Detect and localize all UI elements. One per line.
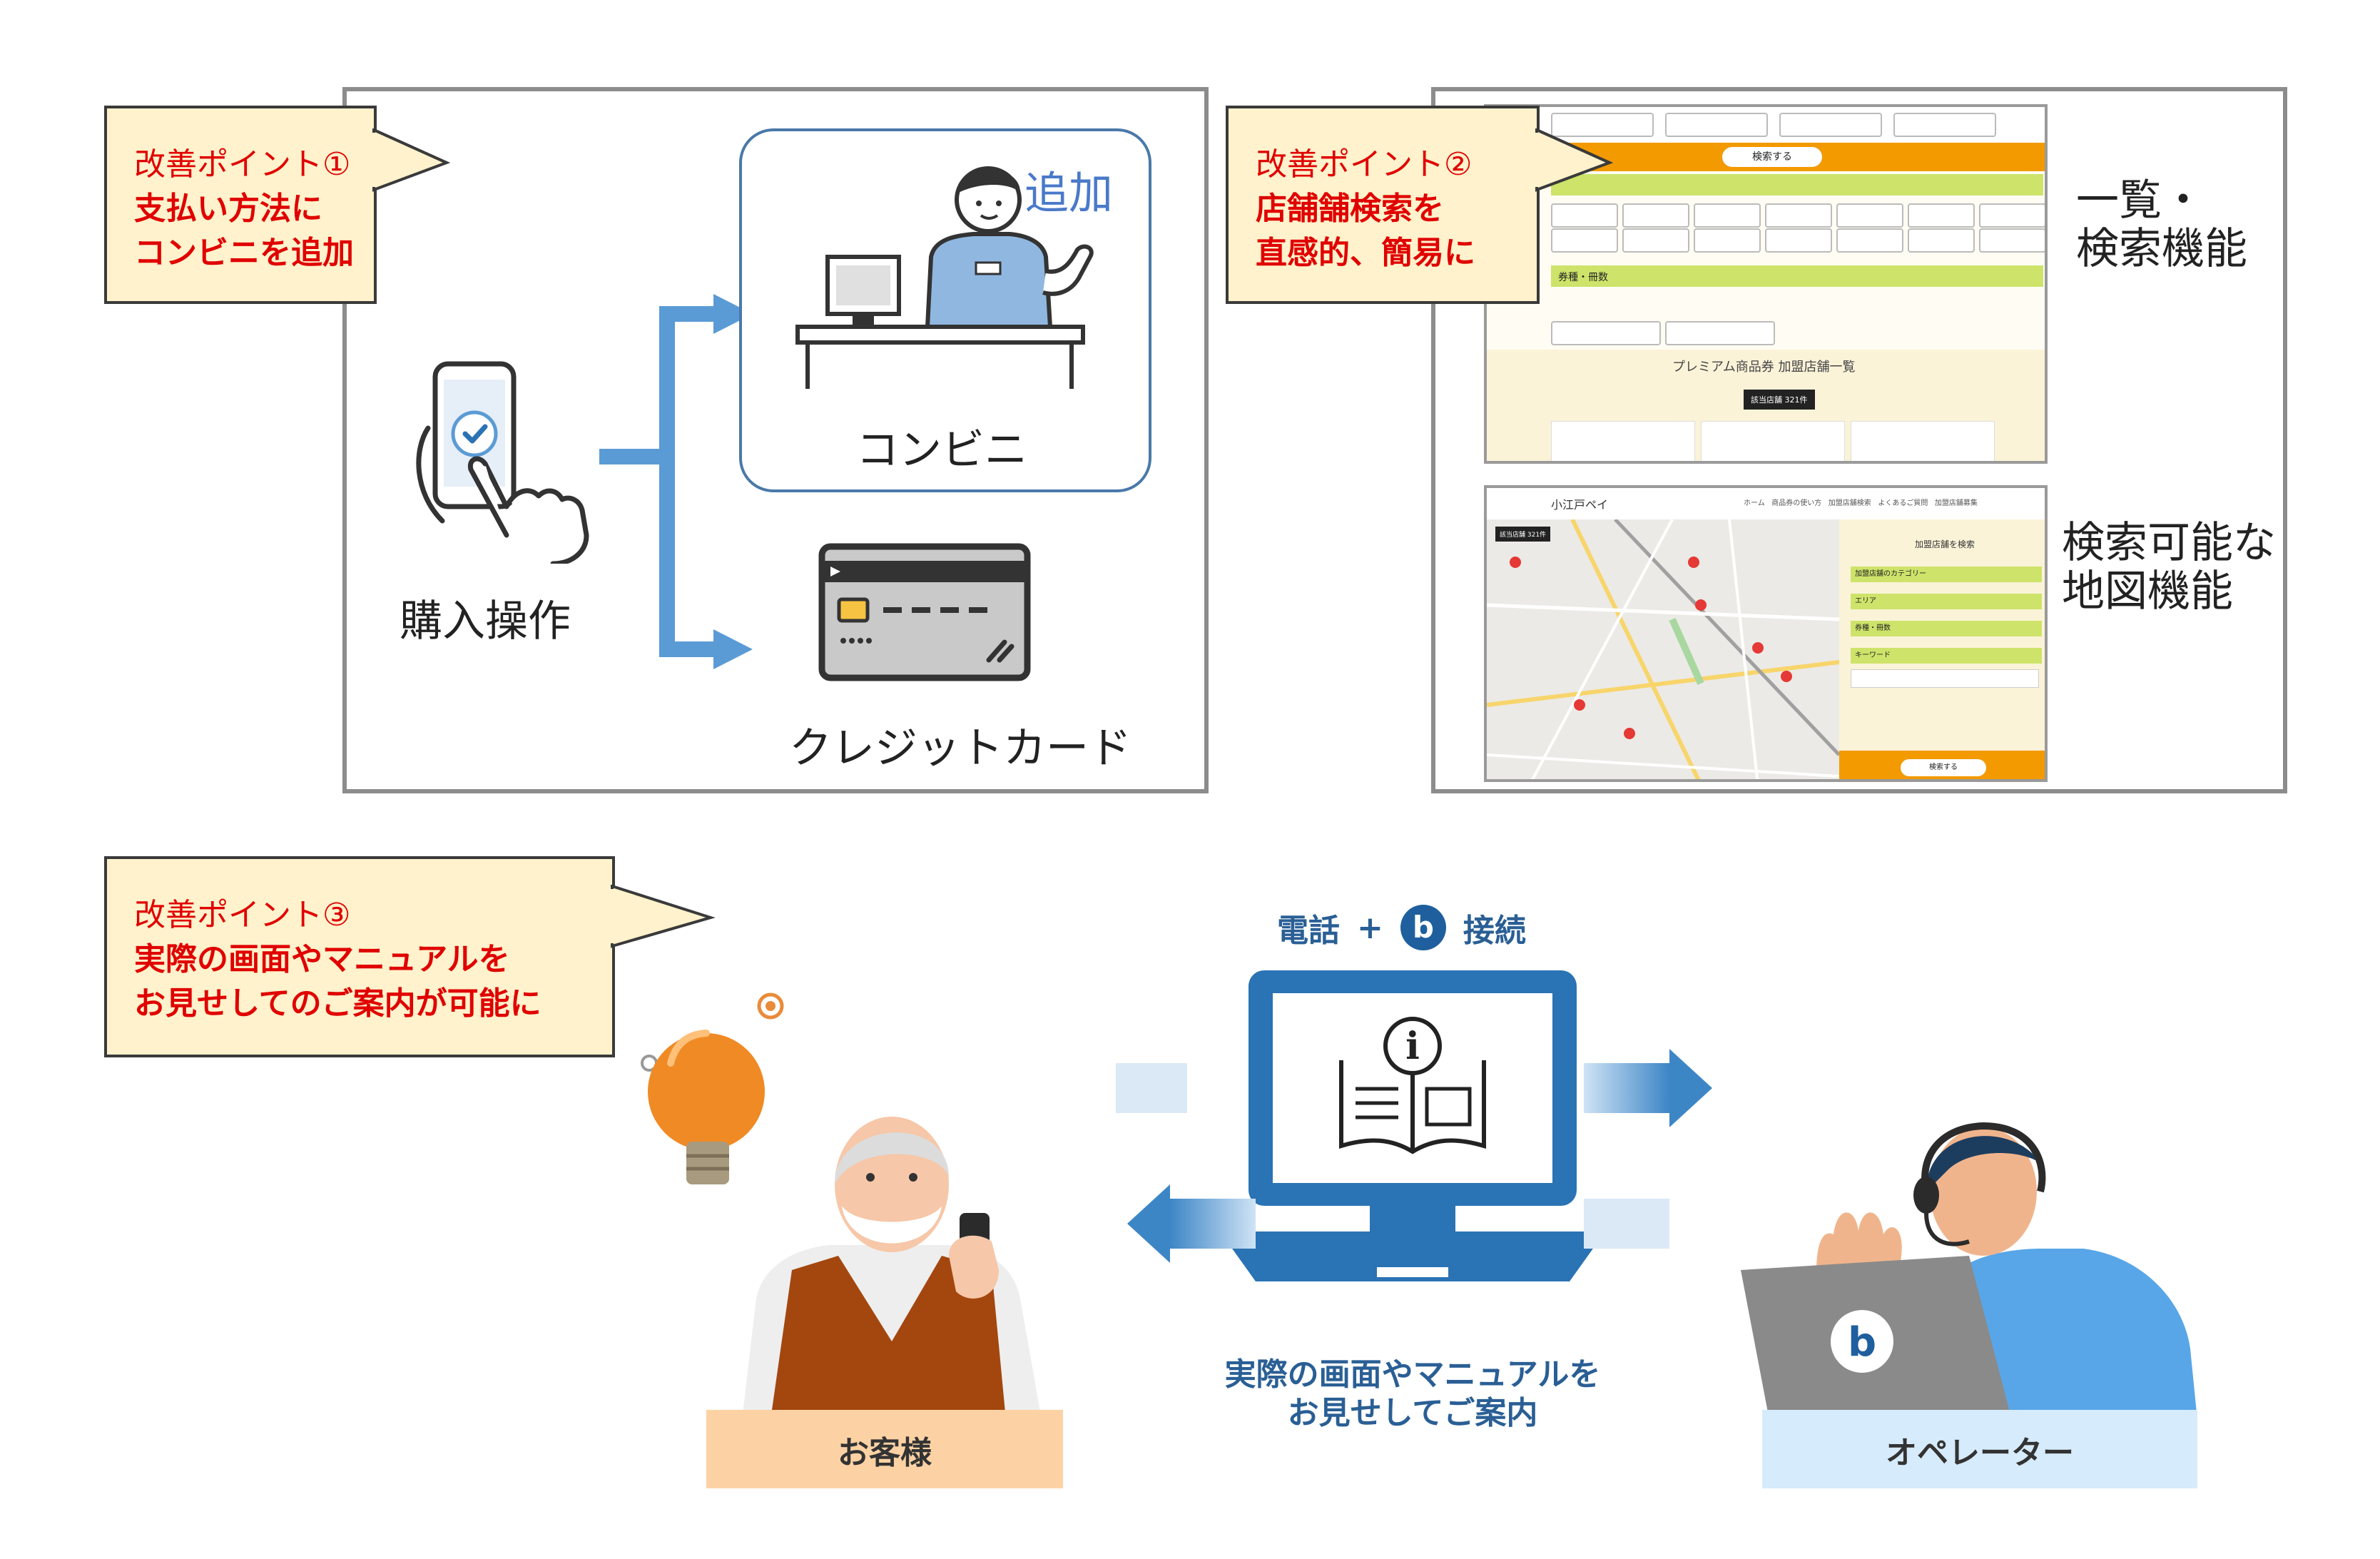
store-count-badge-1: 該当店舗 321件: [1744, 390, 1815, 410]
list-search-label-2: 検索機能: [2076, 224, 2247, 274]
map-nav-home[interactable]: ホーム: [1744, 499, 1765, 507]
customer-avatar: [742, 1117, 1042, 1420]
connect-label: 接続: [1463, 913, 1526, 949]
callout-point-2-tail: [1535, 128, 1614, 192]
operator-box: [1762, 1410, 2197, 1488]
callout-point-3-line-2: お見せしてのご案内が可能に: [134, 985, 541, 1022]
branch-arrows: [599, 294, 753, 669]
connect-plus: +: [1357, 909, 1383, 946]
map-nav: ホーム 商品券の使い方 加盟店舗検索 よくあるご質問 加盟店舗募集: [1744, 497, 1978, 507]
callout-point-1-head: 改善ポイント①: [134, 146, 351, 183]
map-label-2: 地図機能: [2062, 567, 2233, 616]
map-filter-ticket[interactable]: 券種・冊数: [1851, 621, 2042, 636]
b-logo-icon: b: [1400, 905, 1446, 950]
map-brand: 小江戸ペイ: [1551, 498, 1609, 512]
callout-point-3-line-1: 実際の画面やマニュアルを: [134, 941, 510, 977]
callout-point-3-tail: [611, 885, 716, 948]
map-nav-howto[interactable]: 商品券の使い方: [1771, 499, 1822, 507]
callout-point-1-tail: [372, 128, 451, 192]
callout-point-1: 改善ポイント① 支払い方法に コンビニを追加: [104, 106, 377, 304]
callout-point-1-line-2: コンビニを追加: [134, 235, 354, 271]
map-nav-faq[interactable]: よくあるご質問: [1878, 499, 1928, 507]
callout-point-1-line-1: 支払い方法に: [134, 191, 322, 227]
light-bulb-icon: [641, 992, 784, 1184]
map-search-button[interactable]: 検索する: [1901, 759, 1986, 776]
map-nav-recruit[interactable]: 加盟店舗募集: [1934, 499, 1978, 507]
laptop-b-logo-icon: b: [1848, 1319, 1876, 1366]
monitor-caption-line-1: 実際の画面やマニュアルを: [1224, 1356, 1601, 1393]
list-search-button[interactable]: 検索する: [1722, 147, 1822, 167]
map-area[interactable]: [1487, 519, 1839, 782]
map-nav-search[interactable]: 加盟店舗検索: [1828, 499, 1871, 507]
store-count-badge-2: 該当店舗 321件: [1495, 527, 1551, 542]
credit-card-icon: [818, 543, 1031, 681]
purchase-label: 購入操作: [400, 596, 571, 646]
convenience-label: コンビニ: [856, 425, 1027, 475]
callout-point-2: 改善ポイント② 店舗舗検索を 直感的、簡易に: [1226, 106, 1540, 304]
monitor-manual-icon: i: [1220, 970, 1605, 1281]
flow-arrows: [1116, 1049, 1712, 1263]
connect-header: 電話 + b 接続: [1277, 905, 1526, 950]
monitor-caption-line-2: お見せしてご案内: [1287, 1395, 1538, 1431]
customer-label: お客様: [838, 1435, 932, 1471]
customer-box: [706, 1410, 1063, 1488]
callout-point-3: 改善ポイント③ 実際の画面やマニュアルを お見せしてのご案内が可能に: [104, 856, 615, 1057]
callout-point-3-head: 改善ポイント③: [134, 897, 351, 933]
connect-phone-label: 電話: [1277, 913, 1340, 949]
convenience-clerk-icon: [795, 166, 1094, 389]
credit-card-label: クレジットカード: [789, 723, 1131, 773]
callout-point-2-head: 改善ポイント②: [1256, 146, 1473, 183]
list-search-label-1: 一覧・: [2076, 176, 2204, 225]
callout-point-2-line-2: 直感的、簡易に: [1256, 235, 1475, 271]
operator-label: オペレーター: [1886, 1435, 2074, 1471]
monitor-caption: 実際の画面やマニュアルを お見せしてご案内: [1199, 1356, 1627, 1433]
added-label: 追加: [1024, 167, 1114, 219]
b-logo-letter: b: [1412, 910, 1434, 945]
operator-avatar: b: [1741, 1122, 2197, 1420]
map-keyword-input[interactable]: [1851, 669, 2039, 688]
smartphone-tap-icon: [416, 361, 589, 564]
list-section-label: 券種・冊数: [1558, 272, 1608, 283]
map-label-1: 検索可能な: [2062, 518, 2276, 568]
svg-text:i: i: [1405, 1025, 1420, 1068]
map-filter-keyword[interactable]: キーワード: [1851, 648, 2042, 664]
callout-point-2-line-1: 店舗舗検索を: [1256, 191, 1444, 227]
map-filter-area[interactable]: エリア: [1851, 594, 2042, 609]
map-panel-title: 加盟店舗を検索: [1915, 539, 1975, 549]
map-filter-category[interactable]: 加盟店舗のカテゴリー: [1851, 567, 2042, 582]
store-list-title: プレミアム商品券 加盟店舗一覧: [1672, 360, 1856, 375]
store-map-screenshot: 小江戸ペイ ホーム 商品券の使い方 加盟店舗検索 よくあるご質問 加盟店舗募集 …: [1484, 485, 2048, 782]
